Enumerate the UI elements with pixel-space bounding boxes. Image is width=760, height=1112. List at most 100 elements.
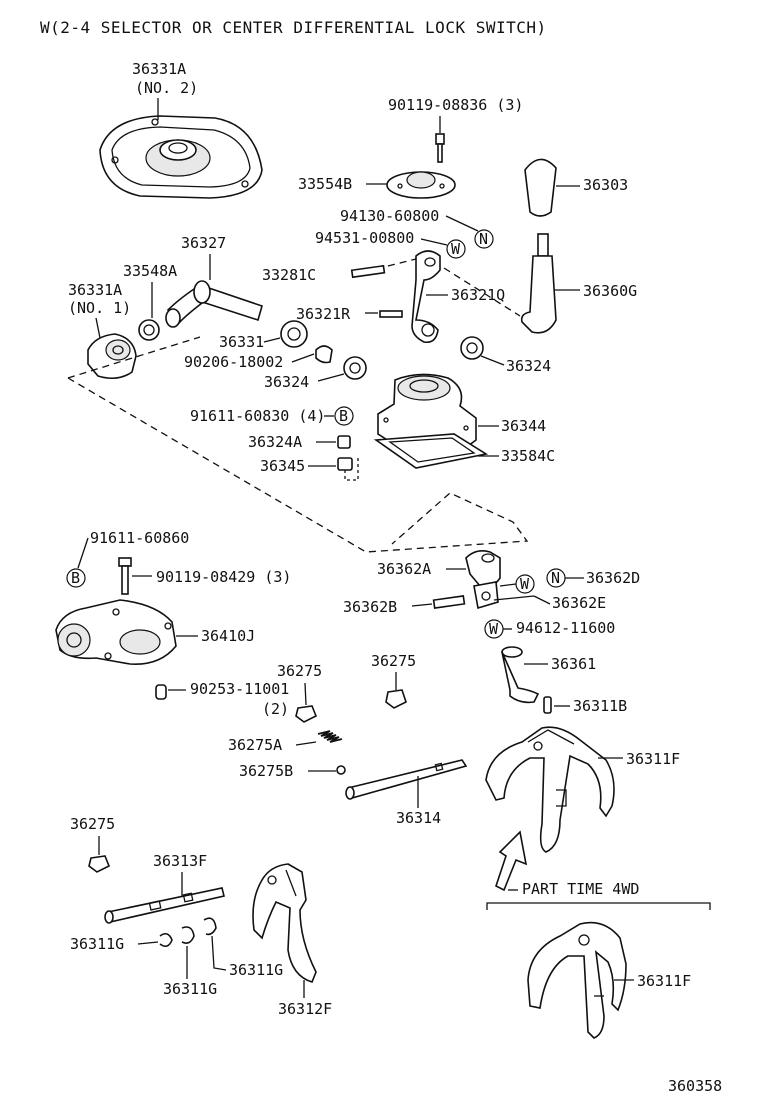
label-36410J: 36410J: [201, 627, 255, 645]
label-36360G: 36360G: [583, 282, 637, 300]
label-91611-60860: 91611-60860: [90, 529, 189, 547]
marker-b-1: B: [339, 407, 348, 425]
gasket-33584C-part: [373, 433, 489, 469]
shift-shaft-36327-part: [165, 280, 263, 328]
fork-36311F-b-part: [527, 921, 627, 1039]
label-36275-b: 36275: [371, 652, 416, 670]
label-36311B: 36311B: [573, 697, 627, 715]
marker-w-1: W: [451, 240, 461, 258]
plug-90253-part: [155, 684, 167, 700]
label-36311G-b: 36311G: [163, 980, 217, 998]
shaft-36313F-part: [104, 887, 225, 924]
label-36331A-no1-note: (NO. 1): [68, 299, 131, 317]
label-94531-00800: 94531-00800: [315, 229, 414, 247]
spring-36275A-part: [317, 730, 343, 743]
snap-ring-36311G-c-part: [203, 917, 217, 936]
label-90119-08429: 90119-08429 (3): [156, 568, 291, 586]
label-36275A: 36275A: [228, 736, 282, 754]
label-36311G-a: 36311G: [70, 935, 124, 953]
seal-36324A-part: [337, 435, 351, 449]
section-label-part-time-4wd: PART TIME 4WD: [522, 880, 639, 898]
marker-b-2: B: [71, 569, 80, 587]
label-36344: 36344: [501, 417, 546, 435]
marker-b-2-icon: [66, 568, 86, 588]
pin-36321R-part: [379, 310, 403, 318]
label-36324-b: 36324: [506, 357, 551, 375]
seal-36324-b-part: [460, 336, 484, 360]
label-36331: 36331: [219, 333, 264, 351]
snap-ring-36311G-b-part: [181, 926, 195, 944]
marker-n-icon: [474, 229, 494, 249]
figure-number: 360358: [668, 1077, 722, 1095]
pin-36311B-part: [543, 696, 552, 714]
marker-w-2: W: [520, 575, 530, 593]
shaft-36314-part: [345, 759, 468, 800]
label-36361: 36361: [551, 655, 596, 673]
shift-lever-36360G-part: [520, 233, 557, 334]
bolt-90119-08429-part: [118, 557, 132, 595]
label-36275-c: 36275: [70, 815, 115, 833]
marker-n-1: N: [479, 230, 488, 248]
label-90206-18002: 90206-18002: [184, 353, 283, 371]
label-94612-11600: 94612-11600: [516, 619, 615, 637]
label-33281C: 33281C: [262, 266, 316, 284]
boundary-line-main: [67, 377, 529, 553]
lever-36362A-part: [465, 550, 501, 610]
label-36345: 36345: [260, 457, 305, 475]
label-36303: 36303: [583, 176, 628, 194]
label-90253-11001: 90253-11001: [190, 680, 289, 698]
label-36311G-c: 36311G: [229, 961, 283, 979]
label-36321R: 36321R: [296, 305, 351, 323]
plug-36345-part: [337, 457, 359, 481]
label-36314: 36314: [396, 809, 441, 827]
boot-no2-part: [99, 115, 263, 199]
section-bracket: [486, 902, 711, 910]
boot-no1-part: [87, 333, 137, 380]
pin-33281C-part: [350, 264, 386, 279]
marker-w-icon: [446, 239, 466, 259]
label-91611-60830: 91611-60830 (4): [190, 407, 325, 425]
snap-ring-36311G-a-part: [159, 932, 173, 948]
label-36362E: 36362E: [552, 594, 606, 612]
plug-36275-a-part: [295, 705, 318, 723]
seal-36324-a-part: [343, 356, 367, 380]
label-33554B: 33554B: [298, 175, 352, 193]
label-36275-a: 36275: [277, 662, 322, 680]
fork-36312F-part: [252, 863, 317, 983]
fork-36311F-a-part: [485, 726, 615, 853]
label-36312F: 36312F: [278, 1000, 332, 1018]
label-36321Q: 36321Q: [451, 286, 505, 304]
washer-90206-part: [315, 345, 333, 364]
plug-36275-c-part: [88, 855, 111, 873]
ball-36275B-part: [336, 765, 346, 775]
diagram-title: W(2-4 SELECTOR OR CENTER DIFFERENTIAL LO…: [40, 18, 547, 37]
label-36275B: 36275B: [239, 762, 293, 780]
label-94130-60800: 94130-60800: [340, 207, 439, 225]
bushing-36331-part: [280, 320, 308, 348]
label-36311F-b: 36311F: [637, 972, 691, 990]
lever-36321Q-part: [411, 250, 441, 344]
label-36362B: 36362B: [343, 598, 397, 616]
shift-case-36344-part: [377, 373, 477, 453]
label-36327: 36327: [181, 234, 226, 252]
label-36324A: 36324A: [248, 433, 302, 451]
marker-n-2: N: [551, 569, 560, 587]
marker-w-3: W: [489, 620, 499, 638]
label-90253-qty: (2): [262, 700, 289, 718]
label-36331A-no2-note: (NO. 2): [135, 79, 198, 97]
label-36362A: 36362A: [377, 560, 431, 578]
label-36331A-no2: 36331A: [132, 60, 186, 78]
retainer-33554B-part: [386, 171, 456, 199]
label-36331A-no1: 36331A: [68, 281, 122, 299]
label-33548A: 33548A: [123, 262, 177, 280]
bolt-90119-08836-part: [435, 133, 445, 163]
pin-36362B-part: [432, 595, 466, 609]
label-36311F-a: 36311F: [626, 750, 680, 768]
label-33584C: 33584C: [501, 447, 555, 465]
plug-36275-b-part: [385, 689, 407, 709]
knob-36303-part: [524, 158, 557, 217]
label-36362D: 36362D: [586, 569, 640, 587]
shaft-36361-part: [501, 646, 540, 704]
